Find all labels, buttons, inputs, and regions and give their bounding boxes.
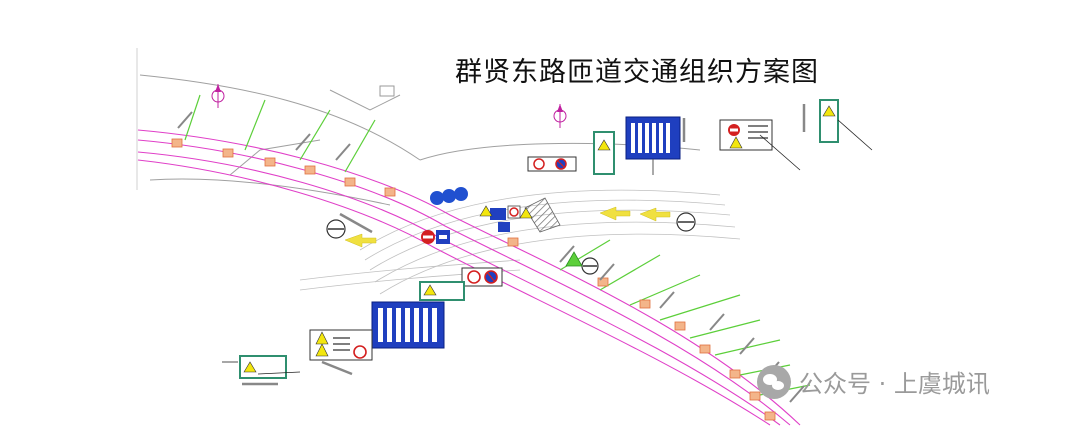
magenta-line <box>137 159 771 426</box>
station-label <box>295 133 311 151</box>
station-label <box>599 263 615 281</box>
cone-marker <box>674 321 686 331</box>
road-edge-small <box>329 89 401 111</box>
vertical-sign-labels <box>242 104 806 386</box>
cone-marker <box>222 148 234 158</box>
arrow-icon <box>599 206 631 221</box>
cone-marker <box>729 369 741 379</box>
watermark-text: 公众号 · 上虞城讯 <box>799 370 990 398</box>
cone-marker <box>764 411 776 421</box>
sign-label <box>321 360 353 376</box>
construction-ahead-sign <box>419 281 465 301</box>
sign-label <box>339 212 373 234</box>
cone-marker <box>171 138 183 148</box>
blue-round-sign-icon <box>430 187 468 205</box>
sign-board-no-parking-lower <box>461 267 503 287</box>
green-marker <box>344 119 376 173</box>
cone-marker <box>344 177 356 187</box>
junction-sign-cluster <box>479 205 533 232</box>
page-title: 群贤东路匝道交通组织方案图 <box>455 57 819 88</box>
leader-line <box>759 134 801 171</box>
green-triangle-marker <box>565 251 583 267</box>
lane-line <box>379 233 741 295</box>
cone-marker <box>384 187 396 197</box>
cone-marker <box>639 299 651 309</box>
north-compass-icon <box>553 104 567 128</box>
road-edge-upper <box>139 74 421 161</box>
construction-ahead-sign <box>819 99 839 143</box>
green-marker <box>599 254 661 291</box>
blue-info-board <box>625 116 681 160</box>
warning-sign-board <box>719 119 773 151</box>
green-marker <box>184 94 201 141</box>
arrow-icon <box>344 233 377 248</box>
blue-info-board-lower <box>371 301 445 349</box>
leader-line <box>257 371 301 375</box>
building-outline <box>379 85 395 97</box>
cone-marker <box>507 237 519 247</box>
no-entry-sign-icon <box>421 230 435 244</box>
green-marker <box>244 99 266 151</box>
leader-lines <box>222 119 873 375</box>
vehicle-symbol-icon <box>326 219 346 239</box>
work-zone-hatch <box>524 197 561 233</box>
warning-sign-board-lower <box>309 329 373 361</box>
green-marker <box>299 109 331 161</box>
station-label <box>559 245 575 263</box>
station-label <box>659 291 675 309</box>
lane-line <box>299 259 521 281</box>
cone-marker <box>264 157 276 167</box>
station-label <box>739 337 755 355</box>
lane-line <box>374 221 736 283</box>
watermark: 公众号 · 上虞城讯 <box>757 364 990 399</box>
direction-arrows <box>344 206 671 248</box>
cone-marker <box>749 391 761 401</box>
station-label <box>789 385 805 403</box>
magenta-line <box>137 139 791 426</box>
cone-marker <box>304 165 316 175</box>
leader-line <box>837 119 873 151</box>
cone-marker <box>699 344 711 354</box>
traffic-cones <box>171 138 776 421</box>
vehicle-symbol-icon <box>676 212 696 232</box>
green-marker <box>689 319 761 339</box>
north-compass-icon <box>211 84 225 108</box>
lane-line <box>359 189 721 251</box>
station-label <box>709 313 725 331</box>
station-label <box>335 143 351 161</box>
arrow-icon <box>639 207 671 222</box>
blue-square-sign-icon <box>436 230 450 244</box>
construction-ahead-sign <box>593 131 615 175</box>
vehicle-symbol-icon <box>581 257 599 275</box>
green-marker <box>714 339 781 356</box>
sign-board-no-parking <box>527 156 577 172</box>
station-label <box>177 111 193 129</box>
construction-ahead-sign <box>239 355 287 379</box>
wechat-logo-icon <box>757 364 791 399</box>
green-marker <box>659 294 741 321</box>
green-markers <box>184 94 811 396</box>
